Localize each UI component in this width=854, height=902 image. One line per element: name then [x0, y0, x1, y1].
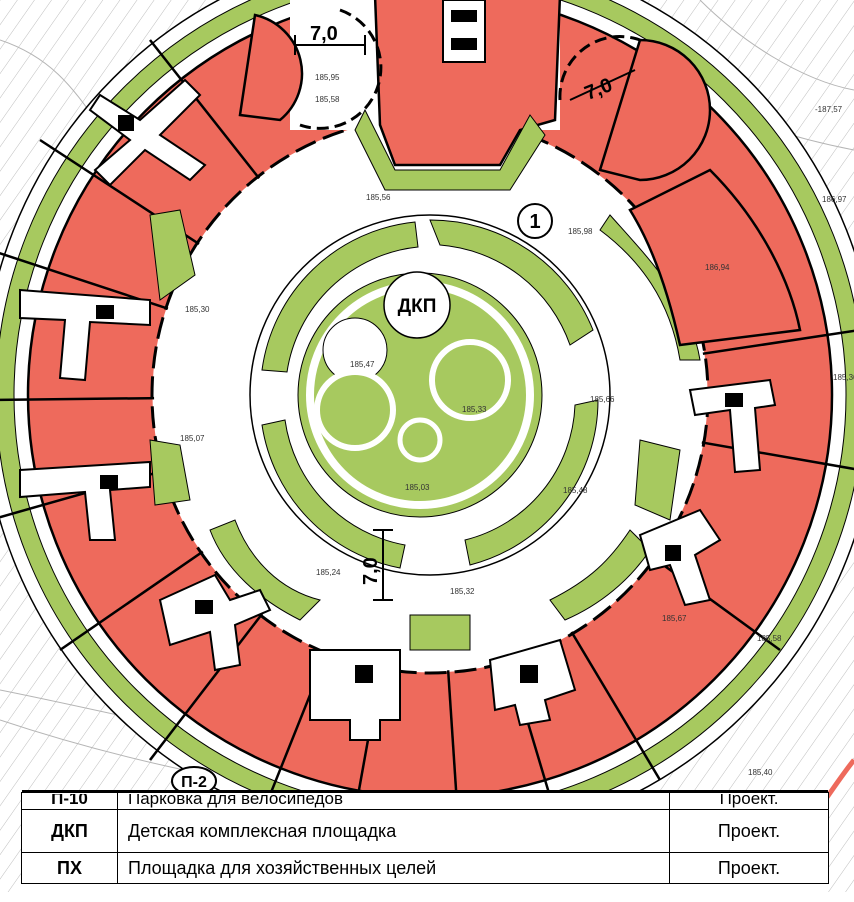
legend-status: Проект.	[669, 792, 829, 810]
stair-core-marks	[96, 115, 743, 683]
north-stair	[442, 0, 486, 63]
legend-description: Детская комплексная площадка	[117, 809, 670, 853]
elevation-label: 185,58	[757, 634, 782, 643]
legend-description: Парковка для велосипедов	[117, 792, 670, 810]
dimension-label-north: 7,0	[310, 23, 338, 45]
play-circle-c	[429, 339, 511, 421]
north-stair-mark2	[451, 38, 477, 50]
legend-table: П-10 Парковка для велосипедов Проект. ДК…	[21, 790, 829, 902]
stair-cores	[19, 78, 777, 741]
parking-code-label: П-2	[181, 774, 207, 791]
elevation-label: 186,97	[822, 195, 847, 204]
zone-number-label: 1	[529, 211, 540, 233]
elevation-label: 186,94	[705, 263, 730, 272]
dimension-label-south: 7,0	[360, 557, 382, 585]
elevation-label: 185,03	[405, 483, 430, 492]
playground-label-circle	[383, 271, 451, 339]
zone-number-circle	[517, 203, 553, 239]
legend-code: ПХ	[21, 852, 118, 884]
elevation-label: -187,57	[815, 105, 843, 114]
dimension-lines	[294, 35, 636, 601]
northeast-dashed-arc	[558, 35, 641, 101]
elevation-label: 185,98	[568, 227, 593, 236]
elevation-label: 185,56	[366, 193, 391, 202]
legend-row: П-10 Парковка для велосипедов Проект.	[21, 792, 829, 810]
legend-row: ДКП Детская комплексная площадка Проект.	[21, 809, 829, 853]
elevation-label: 185,07	[180, 434, 205, 443]
north-stair-mark	[451, 10, 477, 22]
elevation-label: 185,33	[462, 405, 487, 414]
elevation-label: 185,58	[315, 95, 340, 104]
northwest-dashed-arc	[299, 8, 383, 130]
elevation-label: 185,36	[833, 373, 854, 382]
legend-description: Площадка для хозяйственных целей	[117, 852, 670, 884]
elevation-labels: 185,95 185,58 185,56 185,98 186,94 185,3…	[180, 73, 854, 777]
elevation-label: 185,32	[450, 587, 475, 596]
legend-status: Проект.	[669, 852, 829, 884]
northwest-tower	[238, 13, 304, 122]
east-building	[628, 168, 802, 347]
play-circle-d	[397, 417, 443, 463]
northeast-tower	[598, 38, 712, 182]
play-circle-b	[314, 369, 396, 451]
playground-code-label: ДКП	[398, 296, 437, 317]
elevation-label: 185,24	[316, 568, 341, 577]
legend-code: П-10	[21, 792, 118, 810]
legend-status: Проект.	[669, 809, 829, 853]
elevation-label: 185,67	[662, 614, 687, 623]
legend-code: ДКП	[21, 809, 118, 853]
elevation-label: 185,30	[185, 305, 210, 314]
north-building	[373, 0, 562, 167]
elevation-label: 185,40	[748, 768, 773, 777]
legend-row: ПХ Площадка для хозяйственных целей Прое…	[21, 852, 829, 884]
central-garden-segments	[261, 219, 599, 569]
elevation-label: 185,66	[590, 395, 615, 404]
elevation-label: 185,47	[350, 360, 375, 369]
elevation-label: 185,48	[563, 486, 588, 495]
elevation-label: 185,95	[315, 73, 340, 82]
